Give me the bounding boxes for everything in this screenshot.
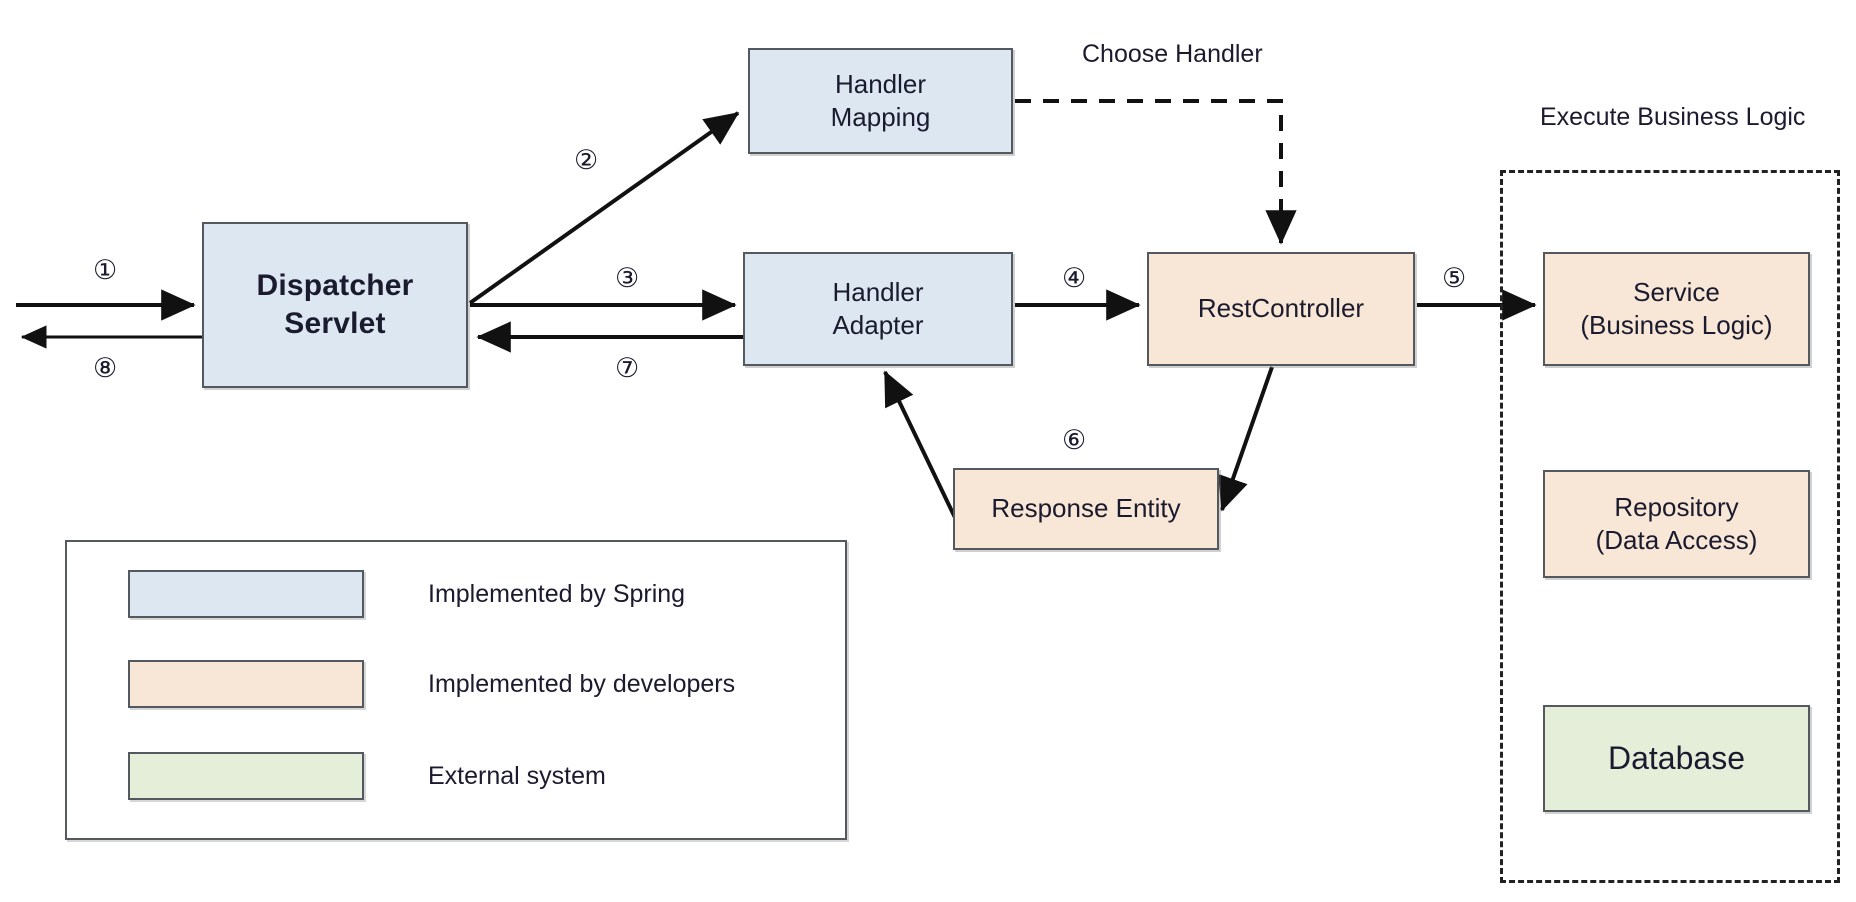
execute-business-logic-label: Execute Business Logic [1540,103,1806,131]
arrow-controller-to-response-entity [1218,366,1274,512]
node-database-line1: Database [1608,740,1745,777]
node-dispatcher-servlet-line2: Servlet [284,307,386,340]
node-rest-controller-line1: RestController [1197,293,1365,324]
dashed-choose-handler-path [1015,99,1297,245]
arrow-response-entity-to-adapter [883,370,962,529]
node-handler-mapping-line1: Handler [834,68,927,99]
node-service-line1: Service [1633,276,1720,307]
node-handler-adapter[interactable]: Handler Adapter [743,252,1013,366]
execute-business-logic-group [1500,170,1840,883]
step-marker-4: ④ [1062,263,1087,293]
legend-label-spring: Implemented by Spring [428,579,686,608]
step-marker-3: ③ [615,263,640,293]
node-service[interactable]: Service (Business Logic) [1543,252,1810,366]
step-marker-1: ① [93,255,118,285]
legend-swatch-spring [128,570,364,618]
legend-item-spring: Implemented by Spring [128,570,685,618]
legend-item-developers: Implemented by developers [128,660,735,708]
node-handler-adapter-line1: Handler [832,276,924,307]
step-marker-5: ⑤ [1442,263,1467,293]
node-handler-mapping-line2: Mapping [830,102,931,132]
node-database[interactable]: Database [1543,705,1810,812]
node-service-line2: (Business Logic) [1580,310,1773,340]
node-repository-line1: Repository [1614,491,1739,522]
node-response-entity-line1: Response Entity [991,493,1181,524]
legend-label-external: External system [428,761,606,790]
node-response-entity[interactable]: Response Entity [953,468,1219,550]
node-repository[interactable]: Repository (Data Access) [1543,470,1810,578]
node-repository-line2: (Data Access) [1595,525,1758,555]
step-marker-2: ② [574,145,599,175]
node-dispatcher-servlet-line1: Dispatcher [256,268,414,302]
node-dispatcher-servlet[interactable]: Dispatcher Servlet [202,222,468,388]
node-handler-adapter-line2: Adapter [832,310,924,340]
legend-item-external: External system [128,752,606,800]
step-marker-6: ⑥ [1062,425,1087,455]
node-rest-controller[interactable]: RestController [1147,252,1415,366]
step-marker-8: ⑧ [93,353,118,383]
legend-swatch-developers [128,660,364,708]
legend-swatch-external [128,752,364,800]
arrow-to-handler-mapping [468,111,740,305]
step-marker-7: ⑦ [615,353,640,383]
node-handler-mapping[interactable]: Handler Mapping [748,48,1013,154]
choose-handler-label: Choose Handler [1082,40,1263,68]
legend-label-developers: Implemented by developers [428,669,736,698]
